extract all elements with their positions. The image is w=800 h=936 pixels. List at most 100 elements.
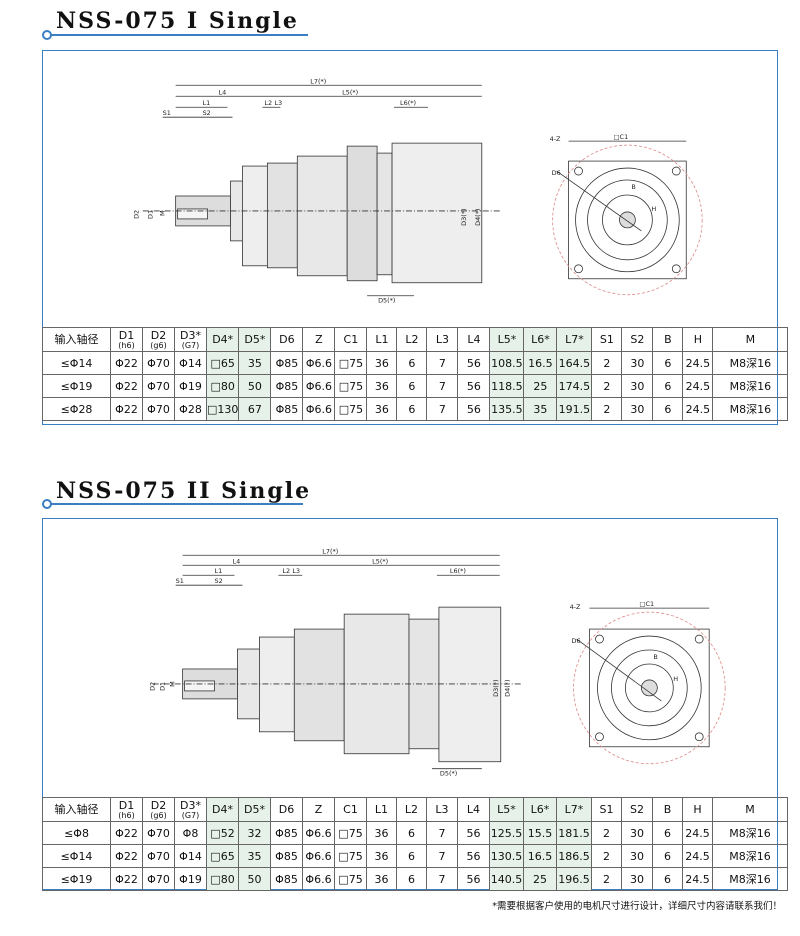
table-cell: Φ70 (142, 351, 175, 375)
table-cell: 7 (426, 844, 458, 868)
dim-L4: L4 (232, 557, 240, 565)
table-cell: 6 (396, 844, 427, 868)
dim-Z: 4-Z (550, 135, 561, 143)
table-cell: Φ22 (110, 374, 143, 398)
table-cell: 6 (396, 821, 427, 845)
table-cell: Φ85 (270, 374, 304, 398)
column-header-label: D5* (244, 803, 265, 816)
table-cell: 36 (366, 397, 398, 421)
table-cell: 6 (396, 867, 427, 891)
column-header: Z (302, 327, 336, 352)
table-cell: 2 (591, 351, 623, 375)
table-cell: 6 (652, 844, 683, 868)
column-header: L7* (556, 327, 593, 352)
table-cell: M8深16 (712, 397, 789, 421)
column-header: M (712, 327, 789, 352)
column-header-label: Z (314, 803, 323, 816)
table-cell: □130 (205, 397, 240, 421)
dim-S1: S1 (163, 109, 171, 117)
table-cell: 7 (426, 374, 459, 398)
column-header-label: L2 (404, 803, 419, 816)
table-cell: 30 (621, 397, 654, 421)
dim-L6: L6(*) (400, 99, 416, 107)
column-header-label: 输入轴径 (54, 803, 99, 816)
table-cell: 16.5 (523, 844, 557, 868)
table-cell: 7 (426, 351, 459, 375)
column-header-label: D6 (279, 333, 295, 346)
dim-D4: D4(*) (474, 209, 482, 226)
dim-D6: D6 (572, 637, 581, 645)
column-header: D1(h6) (110, 327, 143, 352)
table-cell: Φ6.6 (302, 351, 336, 375)
column-header-label: D4* (212, 333, 234, 346)
dim-D6: D6 (552, 169, 561, 177)
table-cell: 32 (238, 821, 271, 845)
table-cell: M8深16 (712, 867, 788, 891)
column-header-label: S2 (630, 333, 645, 346)
column-header: C1 (334, 327, 368, 352)
table-cell: 186.5 (556, 844, 592, 868)
column-header: L1 (366, 797, 397, 822)
table-cell: M8深16 (712, 844, 788, 868)
table-cell: □80 (205, 374, 240, 398)
table-cell: □75 (334, 374, 368, 398)
table-cell: 6 (652, 821, 683, 845)
table-cell: Φ85 (270, 821, 303, 845)
column-header-label: M (745, 803, 755, 816)
table-cell: 174.5 (556, 374, 593, 398)
table-cell: 35 (238, 351, 272, 375)
table-cell: 56 (457, 374, 491, 398)
dim-L2: L2 (264, 99, 272, 107)
table-cell: 25 (523, 374, 558, 398)
column-header: H (682, 327, 714, 352)
column-header-label: L3 (435, 333, 449, 346)
dim-L3: L3 (274, 99, 282, 107)
column-header-label: C1 (343, 333, 359, 346)
column-header-label: B (664, 333, 672, 346)
table-cell: 50 (238, 867, 271, 891)
column-header-label: D2 (150, 329, 167, 342)
table-cell: Φ70 (142, 374, 175, 398)
table-cell: 30 (621, 867, 653, 891)
table-cell: □75 (334, 821, 367, 845)
table-cell: Φ19 (174, 867, 207, 891)
table-cell: 181.5 (556, 821, 592, 845)
column-header-label: L5* (497, 803, 516, 816)
table-cell: □65 (205, 351, 240, 375)
column-header: L4 (457, 327, 491, 352)
column-header: L5* (489, 797, 524, 822)
table-cell: 6 (652, 374, 684, 398)
column-header: L5* (489, 327, 525, 352)
table-cell: □75 (334, 397, 368, 421)
table-cell: Φ6.6 (302, 867, 335, 891)
column-header-label: D1 (118, 799, 135, 812)
table-cell: 30 (621, 821, 653, 845)
table-cell: Φ22 (110, 867, 143, 891)
column-header: M (712, 797, 788, 822)
section-title-1: NSS-075 I Single (56, 8, 299, 34)
dim-S1: S1 (176, 577, 184, 585)
column-header-label: L7* (564, 803, 584, 816)
table-cell: 6 (652, 867, 683, 891)
column-header-sub: (h6) (118, 341, 135, 350)
column-header-label: L1 (375, 333, 389, 346)
column-header: S1 (591, 797, 622, 822)
table-cell: 196.5 (556, 867, 592, 891)
table-cell: ≤Φ14 (42, 351, 111, 375)
table-cell: □52 (206, 821, 239, 845)
table-cell: Φ70 (142, 867, 175, 891)
column-header: L4 (457, 797, 490, 822)
column-header: B (652, 797, 683, 822)
table-cell: 6 (652, 397, 684, 421)
column-header-label: L2 (405, 333, 419, 346)
table-cell: 30 (621, 374, 654, 398)
table-cell: 36 (366, 844, 397, 868)
technical-drawing-2: L7(*) L4 L5(*) L1 L2 L3 L6(*) S1 S2 D2 (149, 547, 726, 778)
table-cell: 6 (396, 374, 428, 398)
dim-L5: L5(*) (342, 88, 358, 96)
dim-L7: L7(*) (310, 77, 326, 85)
